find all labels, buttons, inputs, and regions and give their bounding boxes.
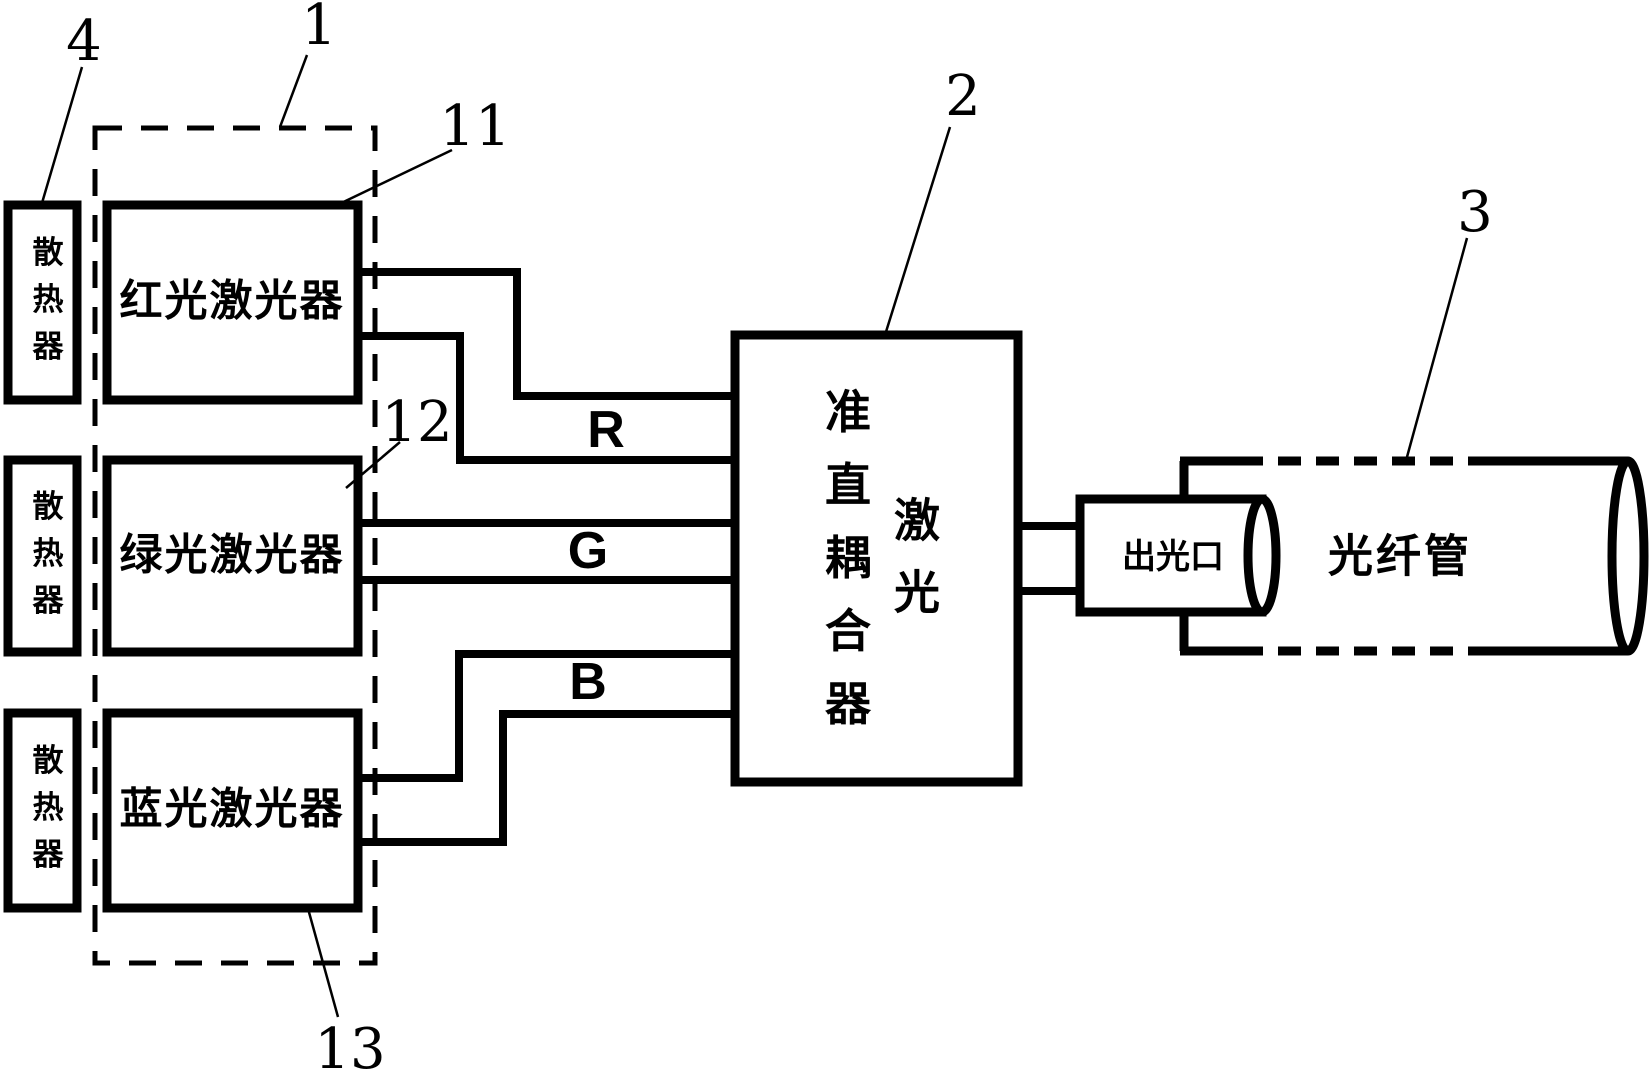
channel-letter-g: G <box>567 522 609 580</box>
channel-letter-r: R <box>587 401 625 459</box>
red-beam-path-lower <box>354 332 740 464</box>
leader-line-1 <box>278 54 309 128</box>
heat-sink-label-2: 散热器 <box>27 489 63 631</box>
ref-number-12: 12 <box>381 390 453 455</box>
heat-sink-box-3 <box>3 708 82 913</box>
red-laser-box <box>102 200 363 405</box>
ref-number-13: 13 <box>314 1017 386 1075</box>
leader-line-2 <box>883 126 952 336</box>
blue-beam-path-lower <box>354 710 740 846</box>
red-laser-label: 红光激光器 <box>119 277 345 326</box>
heat-sink-label-1: 散热器 <box>27 235 63 377</box>
laser-side-label: 激光 <box>888 496 940 640</box>
blue-laser-box <box>102 708 363 913</box>
collimating-coupler-box <box>730 330 1023 787</box>
heat-sink-label-3: 散热器 <box>27 743 63 885</box>
output-port-box <box>1075 494 1267 617</box>
ref-number-3: 3 <box>1457 180 1493 245</box>
ref-number-2: 2 <box>945 64 981 129</box>
ref-number-4: 4 <box>66 9 102 74</box>
ref-number-1: 1 <box>301 0 337 58</box>
fiber-tube-end-ellipse <box>1607 456 1649 656</box>
blue-laser-label: 蓝光激光器 <box>119 785 345 834</box>
heat-sink-box-1 <box>3 200 82 405</box>
leader-line-12 <box>345 441 401 489</box>
output-port-lens-ellipse <box>1243 494 1281 617</box>
green-laser-box <box>102 455 363 657</box>
ref-number-11: 11 <box>439 94 511 159</box>
green-laser-label: 绿光激光器 <box>119 531 345 580</box>
heat-sink-box-2 <box>3 455 82 657</box>
leader-line-4 <box>40 66 84 204</box>
channel-letter-b: B <box>569 653 607 711</box>
red-beam-path-upper <box>354 268 740 400</box>
laser-assembly-dashed-boundary <box>92 125 378 966</box>
fiber-tube-label: 光纤管 <box>1327 530 1473 582</box>
coupler-label: 准直耦合器 <box>819 387 871 753</box>
leader-line-11 <box>332 148 453 209</box>
output-port-label: 出光口 <box>1122 538 1224 576</box>
leader-line-3 <box>1405 237 1469 458</box>
leader-line-13 <box>305 904 340 1018</box>
blue-beam-path-upper <box>354 650 740 782</box>
